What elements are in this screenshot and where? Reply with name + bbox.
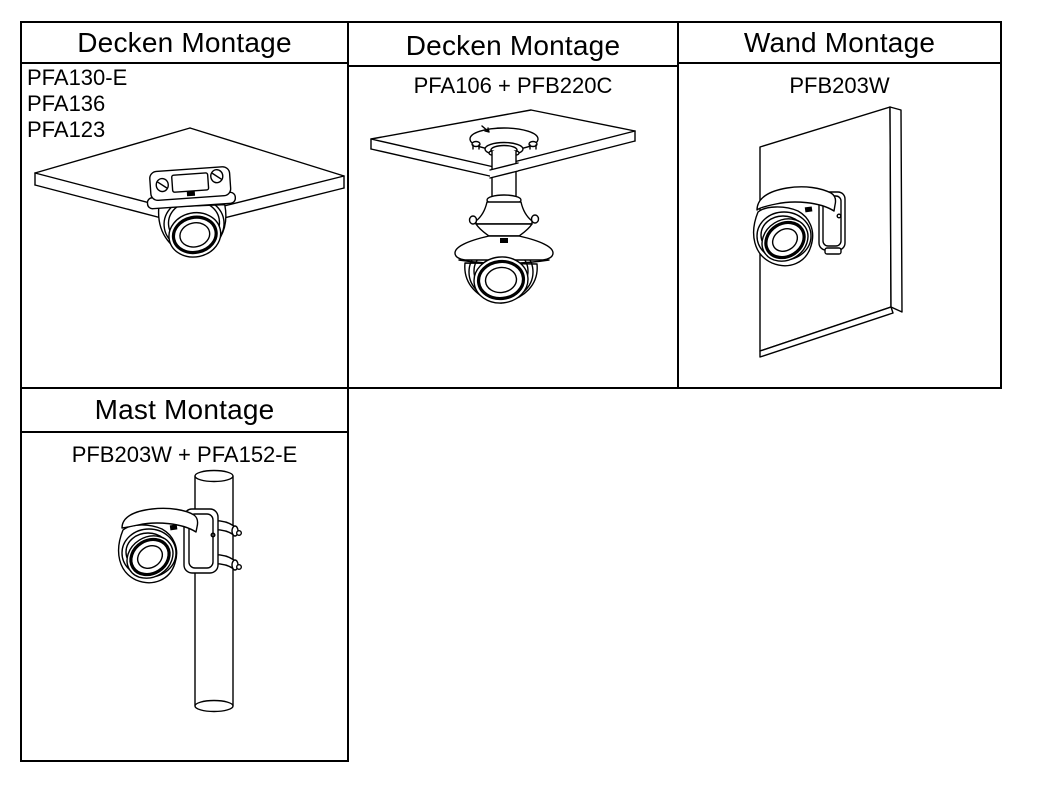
header-label: Mast Montage — [94, 394, 275, 425]
model-name: PFA130-E — [27, 65, 128, 90]
cell-wall-mount: Wand Montage PFB203W — [677, 21, 1002, 389]
model-name: PFB203W — [789, 73, 890, 98]
model-list: PFA106 + PFB220C — [349, 73, 677, 99]
model-name: PFA136 — [27, 91, 106, 116]
cell-header-mast: Mast Montage — [22, 389, 347, 433]
pendant-ceiling-mount-turret-camera-illustration — [370, 109, 636, 304]
cell-mast-mount: Mast Montage PFB203W + PFA152-E — [20, 387, 349, 762]
model-list: PFB203W — [679, 73, 1000, 99]
model-list: PFB203W + PFA152-E — [22, 442, 347, 468]
pole-mount-turret-camera-illustration — [117, 469, 242, 713]
cell-body-mast: PFB203W + PFA152-E — [22, 433, 347, 760]
cell-body-ceiling-2: PFA106 + PFB220C — [349, 67, 677, 390]
ceiling-mount-turret-camera-illustration — [34, 127, 345, 258]
cell-header-ceiling-1: Decken Montage — [22, 23, 347, 64]
model-list: PFA130-E PFA136 PFA123 — [27, 65, 127, 143]
cell-body-ceiling-1: PFA130-E PFA136 PFA123 — [22, 64, 347, 387]
cell-header-ceiling-2: Decken Montage — [349, 23, 677, 67]
model-name: PFA106 + PFB220C — [413, 73, 613, 98]
header-label: Decken Montage — [405, 29, 621, 61]
cell-ceiling-mount-2: Decken Montage PFA106 + PFB220C — [347, 21, 679, 389]
model-name: PFA123 — [27, 117, 106, 142]
cell-body-wall: PFB203W — [679, 64, 1000, 387]
cell-header-wall: Wand Montage — [679, 23, 1000, 64]
model-name: PFB203W + PFA152-E — [71, 442, 298, 467]
header-label: Wand Montage — [743, 26, 936, 58]
wall-mount-turret-camera-illustration — [752, 106, 903, 358]
header-label: Decken Montage — [77, 26, 292, 58]
cell-ceiling-mount-1: Decken Montage PFA130-E PFA136 PFA123 — [20, 21, 349, 389]
